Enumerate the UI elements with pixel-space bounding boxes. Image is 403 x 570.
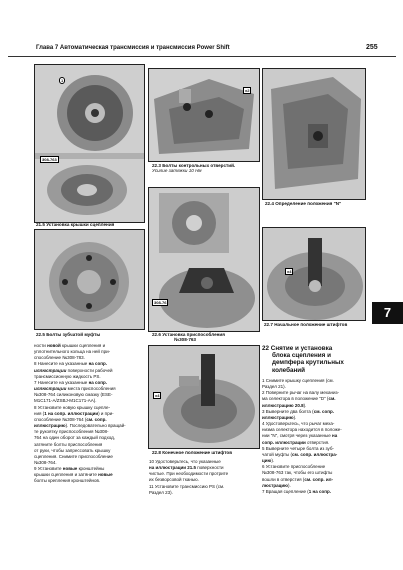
text-line: 4 Удостоверьтесь, что рычаг меха- — [262, 421, 335, 427]
figure-caption: 22.4 Определение положения "N" — [265, 201, 342, 206]
text-line: чистые. При необходимости протрите — [149, 471, 229, 477]
text-line: болты крепления кронштейнов. — [34, 478, 101, 484]
text-line: люстрацию). — [262, 482, 291, 488]
text-line: №308-763 так, чтобы его штифты — [262, 470, 333, 476]
flywheel-bolts-photo — [35, 230, 144, 329]
text-line: иллюстрацию 20.8). — [262, 402, 307, 408]
figure-caption: 22.6 Установка приспособления №308-763 — [152, 332, 225, 343]
text-line: Раздел 21). — [262, 384, 286, 390]
figure-caption: 22.8 Конечное положение штифтов — [152, 450, 233, 455]
pins-start-photo — [263, 228, 365, 320]
chapter-title: Глава 7 Автоматическая трансмиссия и тра… — [36, 45, 230, 51]
text-line: вошли в отверстия (см. сопр. ил- — [262, 476, 333, 482]
text-line: способление №308-783. — [34, 355, 85, 361]
photo-22-3: x2 — [148, 68, 260, 162]
photo-22-8: x4 — [148, 345, 260, 449]
photo-22-7: x4 — [262, 227, 366, 321]
text-line: иллюстрацию). — [262, 414, 297, 420]
pins-final-photo — [149, 346, 259, 448]
page-number: 255 — [366, 44, 378, 51]
neutral-position-photo — [263, 69, 365, 199]
text-line: Раздел 23). — [149, 489, 173, 495]
figure-caption: 22.7 Начальное положение штифтов — [264, 322, 348, 327]
text-line: сцепления. Снимите приспособление — [34, 453, 113, 459]
text-line: 7 Вращая сцепление (1 на сопр. — [262, 488, 331, 494]
text-line: ности новой крышки сцепления и — [34, 343, 106, 348]
text-line: 5 Выверните четыре болта из зуб- — [262, 445, 334, 451]
figure-caption: 21.5 Установка крышки сцепления — [36, 222, 115, 227]
text-line: 10 Удостоверьтесь, что указанные — [149, 459, 221, 464]
section-heading: 22 Снятие и установка блока сцепления и … — [262, 345, 344, 374]
text-line: ния (1 на сопр. иллюстрации) и при- — [34, 410, 114, 416]
photo-22-4 — [262, 68, 366, 200]
text-line: уплотнительного кольца на ней при- — [34, 349, 111, 355]
text-line: крышки сцепления и затяните новые — [34, 472, 113, 478]
tool-installation-photo — [149, 188, 259, 331]
text-line: те рукоятку приспособления №308- — [34, 429, 109, 435]
tool-label: 308-76 — [152, 299, 169, 306]
text-line: 7 Нанесите на указанные на сопр. — [34, 379, 108, 385]
text-line: цию). — [262, 458, 275, 464]
photo-22-6: 308-76 — [148, 187, 260, 332]
text-line: затяните болты приспособления — [34, 441, 103, 447]
text-line: на иллюстрации 21.5 поверхности — [149, 465, 224, 471]
text-line: от руки, чтобы запрессовать крышку — [34, 447, 111, 453]
transmission-bolts-photo — [149, 69, 259, 161]
text-line: сопр. иллюстрации отверстия. — [262, 439, 330, 445]
text-line: 8 Нанесите на указанные на сопр. — [34, 361, 108, 367]
text-line: ма селектора в положение "D" (см. — [262, 396, 336, 402]
text-line: M1C171-A/ZSBJ-M1C171-AA). — [34, 398, 97, 404]
text-line: трансмиссионную жидкость PS. — [34, 373, 101, 379]
text-line: иллюстрацию). Последовательно вращай- — [34, 423, 126, 429]
body-text-column-3: 1 Снимите крышку сцепления (см.Раздел 21… — [262, 378, 366, 495]
text-line: способление №308-764 (см. сопр. — [34, 416, 107, 422]
text-line: 9 Установите новые кронштейны — [34, 466, 105, 472]
count-label: x4 — [285, 268, 294, 275]
text-line: нии "N", смотря через указанные на — [262, 433, 338, 439]
figure-caption: 22.5 Болты зубчатой муфты — [36, 332, 101, 337]
count-label: x4 — [153, 392, 162, 399]
photo-22-5 — [34, 229, 145, 330]
text-line: низма селектора находится в положе- — [262, 427, 342, 433]
chapter-tab: 7 — [372, 302, 403, 324]
text-line: 8 Установите новую крышку сцепле- — [34, 404, 111, 410]
text-line: 2 Поверните рычаг на валу механиз- — [262, 390, 340, 396]
photo-21-5: 308-763 1 — [34, 64, 145, 223]
callout-label: 1 — [59, 77, 66, 84]
text-line: 6 Установите приспособление — [262, 464, 326, 470]
text-line: иллюстрации места приспособления — [34, 386, 116, 392]
tool-label: 308-763 — [40, 156, 59, 163]
text-line: иллюстрации поверхности рабочей — [34, 367, 113, 373]
header-rule — [8, 56, 396, 57]
text-line: №308-764. — [34, 459, 57, 465]
text-line: 1 Снимите крышку сцепления (см. — [262, 378, 334, 383]
text-line: 3 Выверните два болта (см. сопр. — [262, 408, 334, 414]
text-line: №308-764 силиконовую смазку (ESE- — [34, 392, 113, 398]
text-line: 764 на один оборот за каждый подход, — [34, 435, 116, 441]
text-line: их безворсовой тканью. — [149, 477, 199, 483]
count-label: x2 — [243, 87, 252, 94]
text-line: 11 Установите трансмиссию PS (см. — [149, 483, 225, 489]
figure-caption: 22.3 Болты контрольных отверстий. Усилие… — [152, 163, 236, 174]
text-line: чатой муфты (см. сопр. иллюстра- — [262, 451, 338, 457]
clutch-cover-photo — [35, 65, 144, 222]
